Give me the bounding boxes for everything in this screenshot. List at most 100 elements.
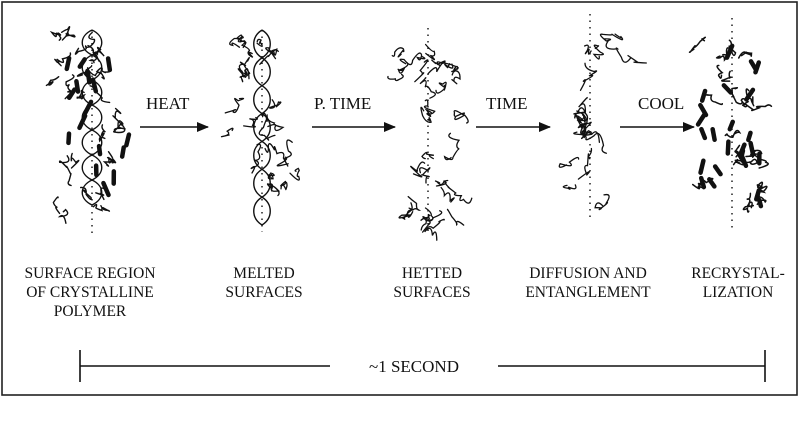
crystallite-segment bbox=[701, 178, 704, 187]
polymer-chain bbox=[574, 131, 591, 137]
polymer-chain bbox=[743, 104, 772, 111]
polymer-chain bbox=[244, 118, 258, 127]
crystallite-segment bbox=[715, 166, 720, 174]
stage-caption-line: LIZATION bbox=[703, 284, 774, 301]
polymer-chain bbox=[402, 203, 412, 219]
polymer-chain bbox=[222, 128, 233, 136]
polymer-chain bbox=[392, 48, 404, 57]
arrow-label-cool: COOL bbox=[638, 94, 684, 113]
crystallite-segment bbox=[751, 143, 753, 154]
polymer-chain bbox=[600, 34, 622, 41]
crystallite-segment bbox=[103, 183, 108, 195]
polymer-chain bbox=[690, 37, 706, 52]
polymer-chain bbox=[594, 45, 603, 59]
polymer-chain bbox=[52, 32, 61, 40]
polymer-chain bbox=[454, 111, 468, 123]
polymer-chain bbox=[425, 219, 445, 240]
stage-caption-diffusion: DIFFUSION AND ENTANGLEMENT bbox=[525, 265, 651, 301]
polymer-chain bbox=[445, 180, 472, 203]
stage-caption-line: SURFACES bbox=[225, 284, 302, 301]
polymer-chain bbox=[436, 82, 446, 93]
crystallite-segment bbox=[701, 129, 704, 138]
crystallite-segment bbox=[756, 190, 759, 199]
arrow-label-p-time: P. TIME bbox=[314, 94, 371, 113]
polymer-chain bbox=[706, 95, 722, 105]
crystallite-segment bbox=[713, 129, 715, 140]
process-arrow-p-time: P. TIME bbox=[312, 94, 395, 127]
polymer-chain bbox=[242, 42, 253, 57]
process-arrow-cool: COOL bbox=[620, 94, 694, 127]
polymer-chain bbox=[46, 77, 58, 86]
crystallite-segment bbox=[85, 102, 91, 113]
polymer-chain bbox=[93, 205, 109, 212]
crystallite-segment bbox=[728, 142, 729, 154]
polymer-chain bbox=[62, 27, 75, 40]
crystallite-segment bbox=[99, 146, 100, 154]
crystallite-segment bbox=[751, 61, 756, 70]
crystallite-segment bbox=[88, 72, 90, 82]
polymer-chain bbox=[424, 100, 434, 116]
diagram-border bbox=[2, 2, 797, 395]
stage-caption-line: POLYMER bbox=[54, 303, 127, 320]
polymer-chain bbox=[400, 53, 425, 65]
process-arrow-heat: HEAT bbox=[140, 94, 208, 127]
polymer-chain bbox=[432, 60, 445, 65]
polymer-chain bbox=[595, 195, 609, 210]
process-arrow-time: TIME bbox=[476, 94, 550, 127]
crystallite-segment bbox=[701, 161, 704, 173]
polymer-chain bbox=[606, 41, 646, 63]
crystallite-segment bbox=[700, 105, 706, 115]
polymer-chain bbox=[559, 158, 578, 168]
polymer-chain bbox=[225, 98, 243, 113]
crystallite-segment bbox=[746, 90, 753, 100]
polymer-chain bbox=[109, 152, 116, 163]
polymer-chain bbox=[581, 63, 597, 90]
arrow-label-heat: HEAT bbox=[146, 94, 190, 113]
crystallite-segment bbox=[93, 80, 96, 92]
polymer-chain bbox=[445, 133, 460, 159]
polymer-chain bbox=[743, 206, 753, 213]
polymer-chain bbox=[268, 173, 274, 179]
arrow-label-time: TIME bbox=[486, 94, 528, 113]
stage-caption-line: ENTANGLEMENT bbox=[525, 284, 651, 301]
polymer-chain bbox=[717, 65, 722, 78]
crystallite-segment bbox=[126, 135, 129, 146]
polymer-chain bbox=[732, 88, 742, 104]
polymer-chain bbox=[426, 45, 435, 60]
crystallite-segment bbox=[122, 147, 124, 156]
crystallite-segment bbox=[724, 85, 731, 92]
crystallite-segment bbox=[67, 58, 69, 69]
stage-caption-melted: MELTED SURFACES bbox=[225, 265, 302, 301]
stage-caption-line: SURFACES bbox=[393, 284, 470, 301]
crystallite-segment bbox=[748, 133, 750, 140]
stage-caption-surface-region: SURFACE REGION OF CRYSTALLINE POLYMER bbox=[24, 265, 155, 320]
polymer-chain bbox=[53, 197, 59, 213]
stage-caption-line: DIFFUSION AND bbox=[529, 265, 647, 282]
polymer-chain bbox=[71, 154, 79, 169]
polymer-chain bbox=[257, 39, 262, 46]
timeline: ~1 SECOND bbox=[80, 350, 765, 382]
timeline-label: ~1 SECOND bbox=[369, 357, 459, 376]
stage-caption-line: RECRYSTAL- bbox=[691, 265, 785, 282]
polymer-chain bbox=[725, 130, 739, 137]
crystallite-segment bbox=[68, 134, 69, 143]
polymer-chain bbox=[281, 181, 287, 189]
stage-caption-line: SURFACE REGION bbox=[24, 265, 155, 282]
stage-caption-line: MELTED bbox=[233, 265, 294, 282]
polymer-chain bbox=[579, 124, 607, 153]
polymer-chain bbox=[422, 152, 434, 158]
stage-caption-line: OF CRYSTALLINE bbox=[26, 284, 154, 301]
polymer-chain bbox=[388, 75, 403, 81]
crystallite-segment bbox=[709, 179, 714, 186]
stage-caption-recrystallization: RECRYSTAL- LIZATION bbox=[691, 265, 785, 301]
crystallite-segment bbox=[108, 58, 110, 69]
polymer-chain bbox=[448, 209, 464, 225]
stage-caption-hetted: HETTED SURFACES bbox=[393, 265, 470, 301]
stage-caption-line: HETTED bbox=[402, 265, 462, 282]
polymer-chain bbox=[60, 210, 68, 224]
polymer-chain bbox=[398, 63, 408, 74]
crystallite-segment bbox=[759, 200, 761, 206]
crystallite-segment bbox=[79, 116, 85, 128]
